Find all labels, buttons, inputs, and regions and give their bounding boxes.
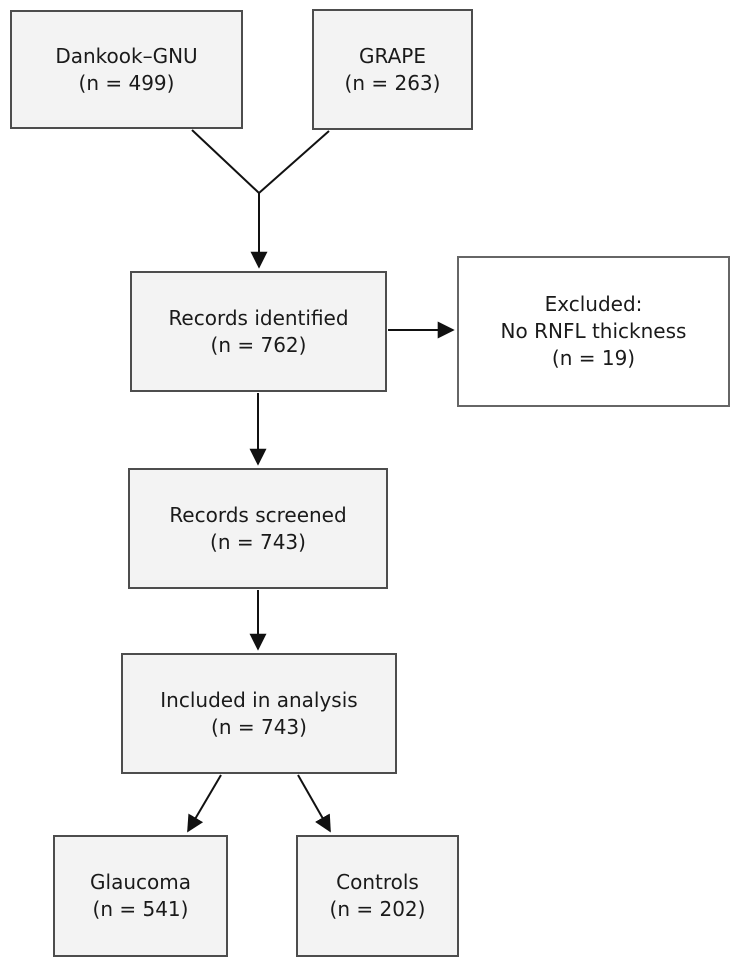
box-records-identified-label: Records identified (168, 305, 349, 330)
box-glaucoma-count: (n = 541) (92, 897, 189, 921)
box-excluded: Excluded: No RNFL thickness (n = 19) (457, 256, 730, 407)
connector-included-controls (297, 774, 331, 833)
box-included-analysis-count: (n = 743) (211, 714, 307, 739)
box-glaucoma-label: Glaucoma (90, 870, 191, 894)
box-records-identified-count: (n = 762) (210, 332, 307, 357)
box-controls: Controls (n = 202) (296, 835, 459, 957)
box-controls-label: Controls (336, 870, 419, 894)
box-records-screened-count: (n = 743) (210, 529, 306, 554)
box-included-analysis-label: Included in analysis (160, 687, 358, 712)
box-excluded-count: (n = 19) (551, 346, 636, 370)
box-records-identified: Records identified (n = 762) (130, 271, 387, 392)
box-grape-label: GRAPE (359, 43, 426, 68)
connector-merge-sources (191, 129, 330, 269)
box-dankook-gnu-label: Dankook–GNU (55, 43, 198, 68)
box-dankook-gnu-count: (n = 499) (78, 70, 175, 95)
box-excluded-label: Excluded: (544, 292, 643, 316)
box-records-screened-label: Records screened (169, 502, 347, 527)
box-grape-count: (n = 263) (344, 70, 441, 95)
box-controls-count: (n = 202) (329, 897, 426, 921)
box-glaucoma: Glaucoma (n = 541) (53, 835, 228, 957)
connector-included-glaucoma (187, 774, 222, 833)
box-included-analysis: Included in analysis (n = 743) (121, 653, 397, 774)
box-records-screened: Records screened (n = 743) (128, 468, 388, 589)
box-grape: GRAPE (n = 263) (312, 9, 473, 130)
box-excluded-reason: No RNFL thickness (500, 319, 687, 343)
box-dankook-gnu: Dankook–GNU (n = 499) (10, 10, 243, 129)
